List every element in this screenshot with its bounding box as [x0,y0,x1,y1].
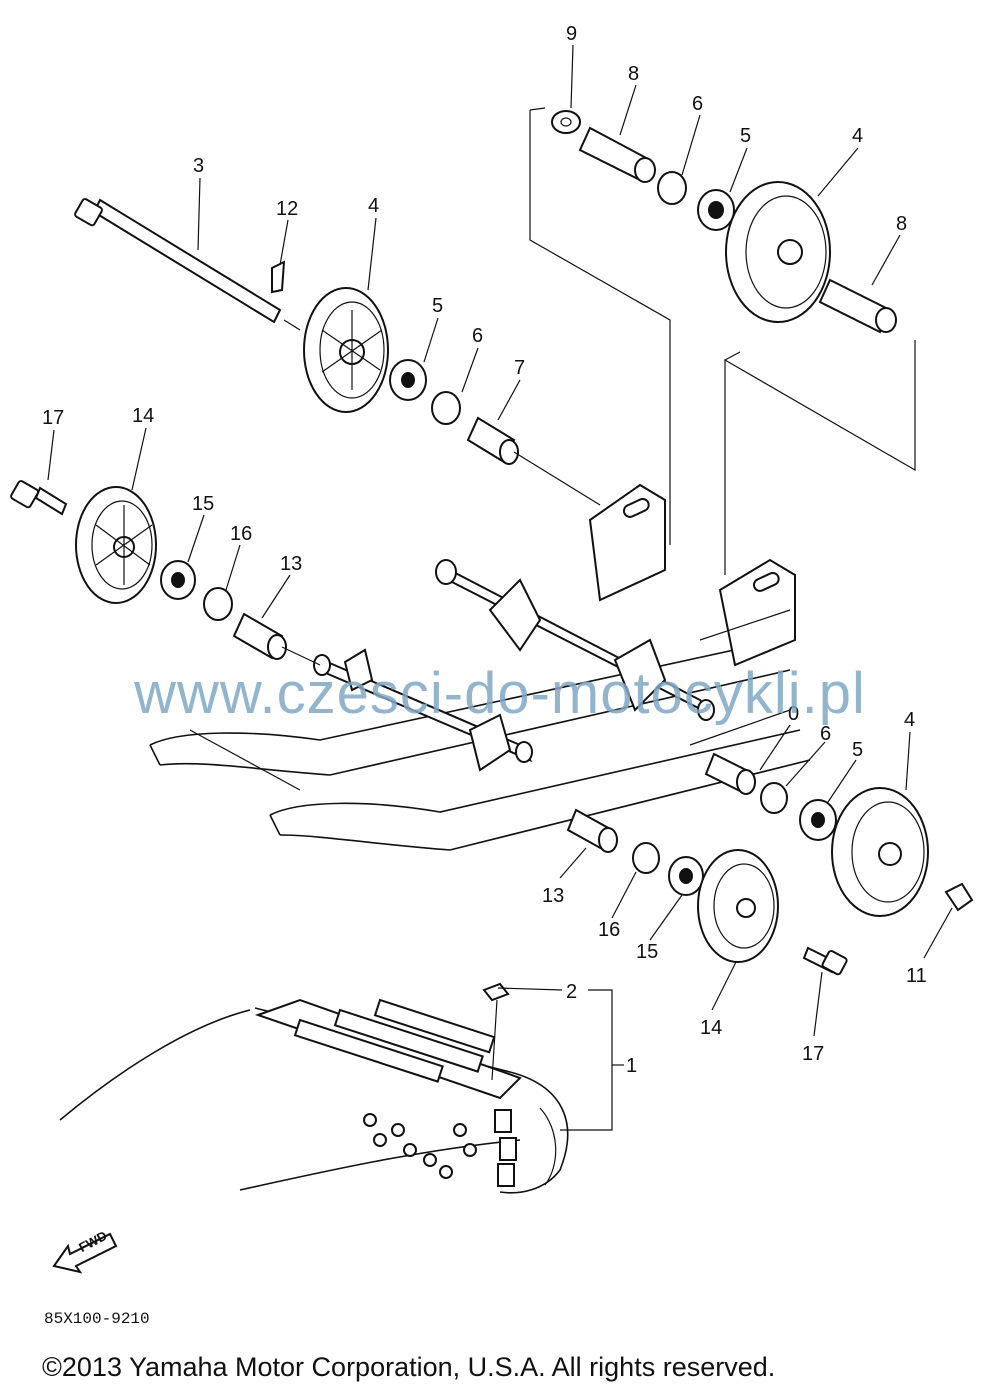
callout-2: 2 [566,981,577,1003]
callout-0: 0 [788,703,799,725]
callout-15: 15 [192,493,214,515]
callout-1: 1 [626,1055,637,1077]
left-idler-assembly [10,480,321,666]
circlip-6-upper [657,171,687,205]
callout-5b: 5 [432,295,443,317]
callout-3: 3 [193,155,204,177]
bolt-17-left [34,486,68,516]
nut-11 [944,882,974,912]
track-clip [482,982,510,1002]
leader-lines [47,44,953,1131]
callout-8: 8 [628,63,639,85]
track-lugs [363,1109,517,1187]
callout-12: 12 [276,198,298,220]
watermark: www.czesci-do-motocykli.pl [134,661,866,726]
callout-15b: 15 [636,941,658,963]
callout-14: 14 [132,405,154,427]
callout-13b: 13 [542,885,564,907]
axle-3 [92,198,282,324]
circlip-16-left [203,587,233,621]
track-belt [59,982,569,1194]
callout-11: 11 [906,965,927,987]
lower-wheel-assembly [566,709,974,976]
callout-4c: 4 [904,709,915,731]
callout-4: 4 [852,125,863,147]
circlip-16-right [632,842,660,874]
callout-13: 13 [280,553,302,575]
callout-5: 5 [740,125,751,147]
callout-17: 17 [42,407,64,429]
callout-8b: 8 [896,213,907,235]
diagram-code: 85X100-9210 [44,1310,150,1328]
callout-9: 9 [566,23,577,45]
spacer-8-right [818,278,892,334]
upper-wheel-assembly [529,107,916,575]
callout-6c: 6 [820,723,831,745]
callout-6b: 6 [472,325,483,347]
copyright-notice: ©2013 Yamaha Motor Corporation, U.S.A. A… [42,1352,776,1382]
callout-6: 6 [692,93,703,115]
circlip-6-left [431,391,461,425]
callout-17b: 17 [802,1043,824,1065]
callout-4b: 4 [368,195,379,217]
washer-9 [551,110,581,134]
callout-numbers: 9 8 6 5 4 8 3 12 4 5 6 7 17 14 15 16 13 … [42,23,927,1077]
callout-14b: 14 [700,1017,722,1039]
callout-7: 7 [514,357,525,379]
callout-16b: 16 [598,919,620,941]
callout-16: 16 [230,523,252,545]
forward-arrow-icon [52,1232,118,1274]
callout-5c: 5 [852,739,863,761]
cotter-pin-12 [271,260,286,294]
axle-wheel-assembly [74,198,601,506]
slide-rail-frame [149,483,811,851]
